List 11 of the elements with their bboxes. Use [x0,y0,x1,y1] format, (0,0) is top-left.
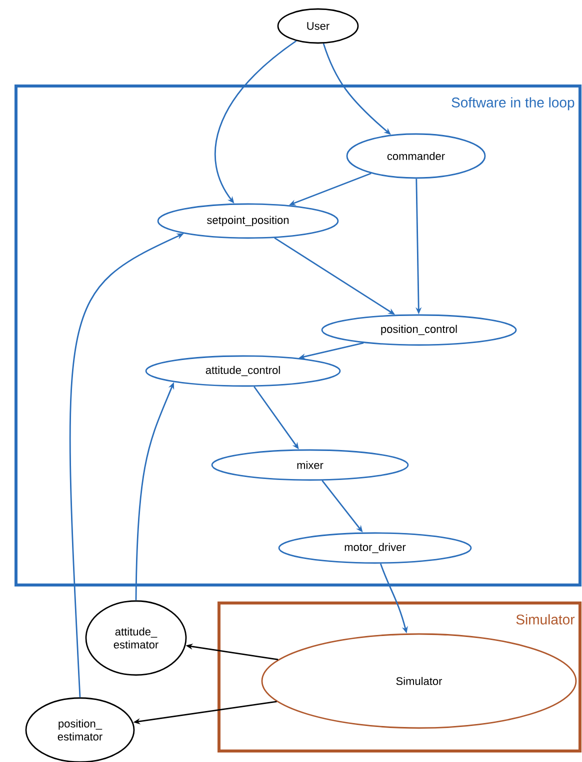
group-heading: Simulator [516,614,575,624]
ellipse-node: Simulator [261,633,577,729]
ellipse-node: commander [346,133,486,179]
ellipse-node: User [277,8,359,44]
ellipse-node: motor_driver [278,532,472,564]
ellipse-node: attitude_ estimator [85,600,187,676]
ellipse-node: position_control [321,314,517,346]
ellipse-node: mixer [211,449,409,481]
ellipse-node: setpoint_position [157,203,339,239]
ellipse-node: attitude_control [145,355,341,387]
group-heading: Software in the loop [452,97,574,110]
